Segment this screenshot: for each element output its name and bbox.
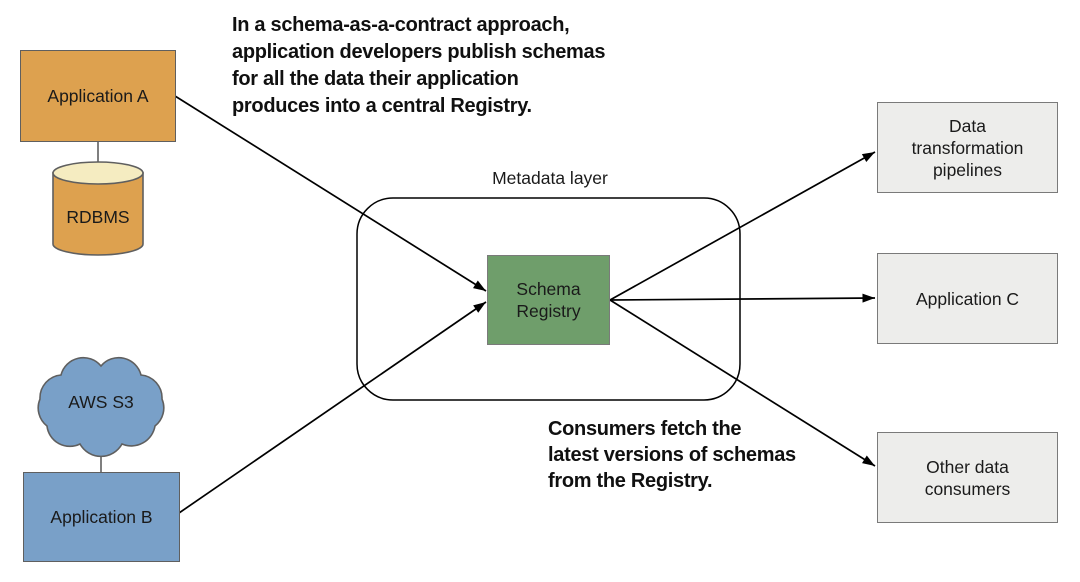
node-application-b: Application B xyxy=(23,472,180,562)
node-data-transformation-pipelines: Data transformation pipelines xyxy=(877,102,1058,193)
cylinder-top xyxy=(52,161,144,185)
annotation-publish-schemas: In a schema-as-a-contract approach, appl… xyxy=(232,14,606,117)
node-application-a: Application A xyxy=(20,50,176,142)
annotation-consumers-fetch: Consumers fetch the latest versions of s… xyxy=(548,418,796,492)
node-data-transformation-pipelines-label: Data transformation pipelines xyxy=(911,115,1024,180)
arrow-registry-to-appc xyxy=(609,293,876,303)
arrow-registry-to-other xyxy=(609,299,876,467)
arrow-appb-to-registry xyxy=(178,301,487,514)
node-application-b-label: Application B xyxy=(50,507,153,527)
node-aws-s3-label: AWS S3 xyxy=(68,392,134,412)
node-application-c-label: Application C xyxy=(915,288,1020,309)
node-schema-registry: Schema Registry xyxy=(487,255,610,345)
arrow-registry-to-pipelines xyxy=(609,151,876,301)
cylinder-body xyxy=(52,172,144,256)
node-rdbms-label: RDBMS xyxy=(66,207,130,227)
arrow-appa-to-registry xyxy=(174,95,487,292)
node-other-data-consumers-label: Other data consumers xyxy=(924,456,1011,499)
cloud-icon xyxy=(37,356,165,458)
rdbms-cylinder-icon xyxy=(52,161,144,256)
node-other-data-consumers: Other data consumers xyxy=(877,432,1058,523)
node-application-c: Application C xyxy=(877,253,1058,344)
metadata-layer-title: Metadata layer xyxy=(492,168,608,188)
node-schema-registry-label: Schema Registry xyxy=(516,279,581,321)
node-application-a-label: Application A xyxy=(47,86,149,106)
